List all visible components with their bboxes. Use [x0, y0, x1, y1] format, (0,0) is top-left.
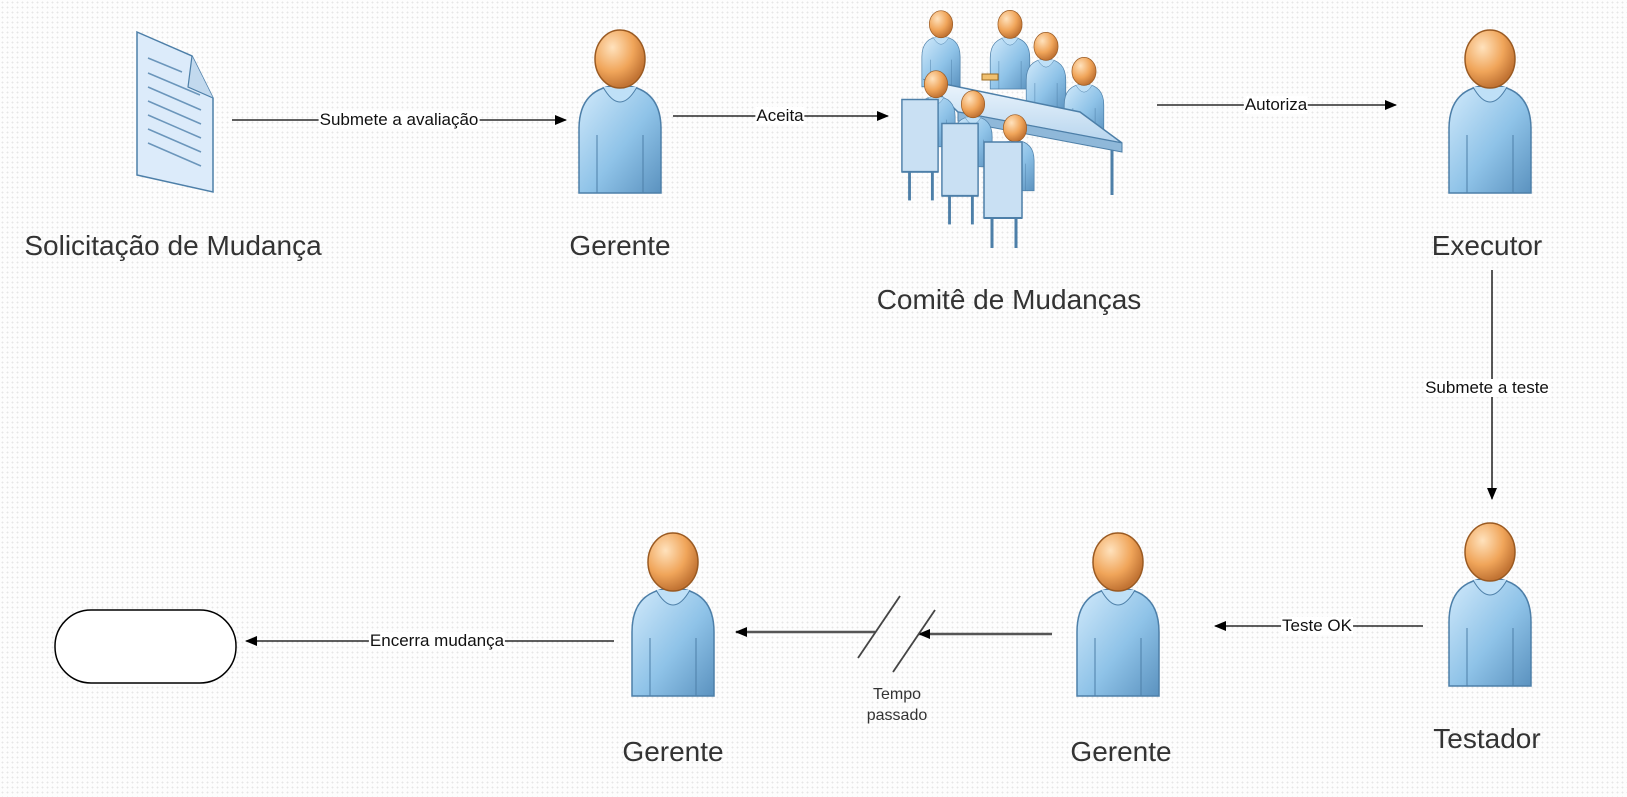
node-label-manager-top: Gerente	[569, 230, 671, 261]
edge-label-authorizes: Autoriza	[1243, 95, 1309, 114]
edge-label-accepts: Aceita	[755, 106, 805, 125]
end-terminator	[54, 609, 237, 684]
tester-person-icon	[1448, 522, 1532, 687]
manager-bottom-left-person-icon	[631, 532, 715, 697]
node-label-tester: Testador	[1433, 723, 1541, 754]
time-break-slash-left	[857, 595, 901, 659]
committee-meeting-icon	[900, 10, 1123, 250]
node-label-manager-bottom-left: Gerente	[622, 736, 724, 767]
edge-label-submit-evaluation: Submete a avaliação	[318, 110, 480, 129]
edge-label-closes-change: Encerra mudança	[368, 631, 506, 650]
edge-label-test-ok: Teste OK	[1281, 616, 1353, 635]
manager-bottom-right-person-icon	[1076, 532, 1160, 697]
time-passed-line2: passado	[866, 707, 928, 724]
node-label-committee: Comitê de Mudanças	[876, 284, 1142, 315]
manager-top-person-icon	[578, 29, 662, 194]
time-passed-line1: Tempo	[872, 686, 922, 703]
time-break-slash-right	[892, 609, 936, 673]
node-label-manager-bottom-right: Gerente	[1070, 736, 1172, 767]
edge-label-submit-test: Submete a teste	[1424, 378, 1550, 397]
node-label-request: Solicitação de Mudança	[24, 230, 322, 261]
node-label-executor: Executor	[1431, 230, 1543, 261]
document-icon	[136, 30, 214, 193]
time-passed-label: Tempo passado	[867, 684, 928, 726]
executor-person-icon	[1448, 29, 1532, 194]
